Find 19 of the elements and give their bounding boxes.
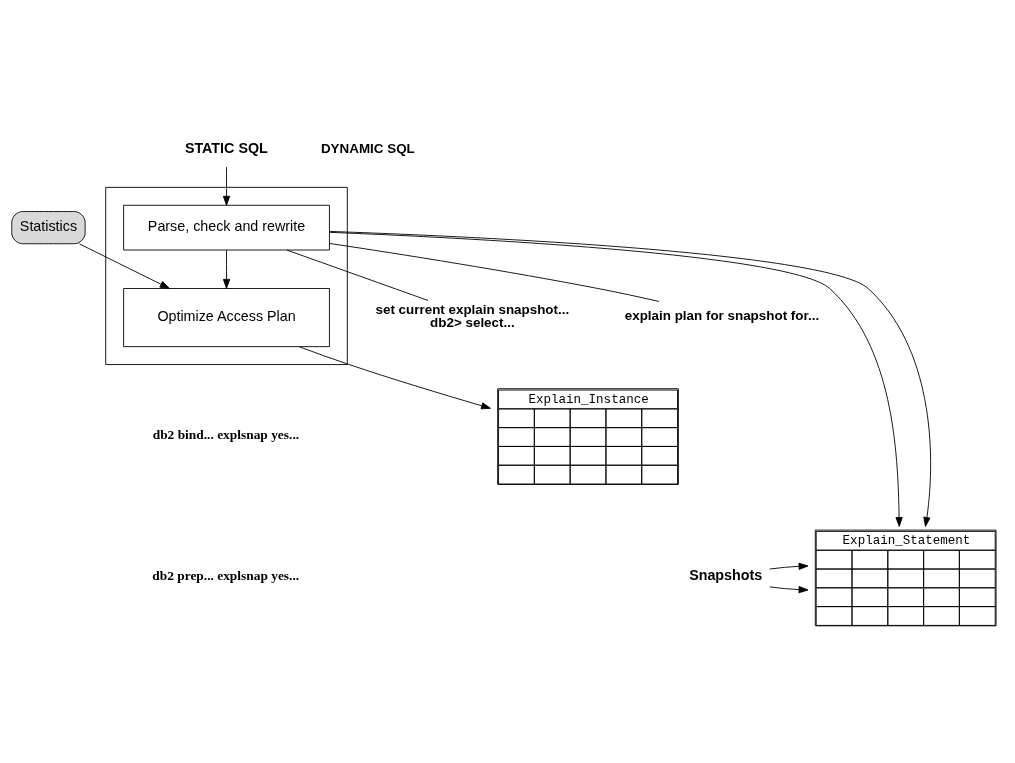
node-text: STATIC SQL: [184, 139, 268, 156]
arrow: [298, 345, 491, 409]
node-text: Snapshots: [689, 566, 763, 583]
connector: [286, 249, 429, 301]
arrow: [222, 166, 231, 206]
node-box: Statistics: [11, 210, 86, 244]
connector: [329, 242, 660, 302]
node-box: Optimize Access Plan: [123, 287, 330, 347]
label: db2 prep... explsnap yes...: [152, 567, 300, 583]
label: DYNAMIC SQL: [320, 140, 415, 156]
arrow: [769, 585, 809, 593]
arrow: [769, 562, 809, 570]
arrow: [79, 242, 170, 289]
label: db2 bind... explsnap yes...: [152, 426, 300, 442]
node-box: Parse, check and rewrite: [123, 204, 330, 250]
arrow: [222, 249, 231, 289]
node-text: explain plan for snapshot for...: [624, 307, 820, 323]
cluster: [105, 186, 348, 365]
node-text: set current explain snapshot... db2> select...: [375, 301, 570, 330]
